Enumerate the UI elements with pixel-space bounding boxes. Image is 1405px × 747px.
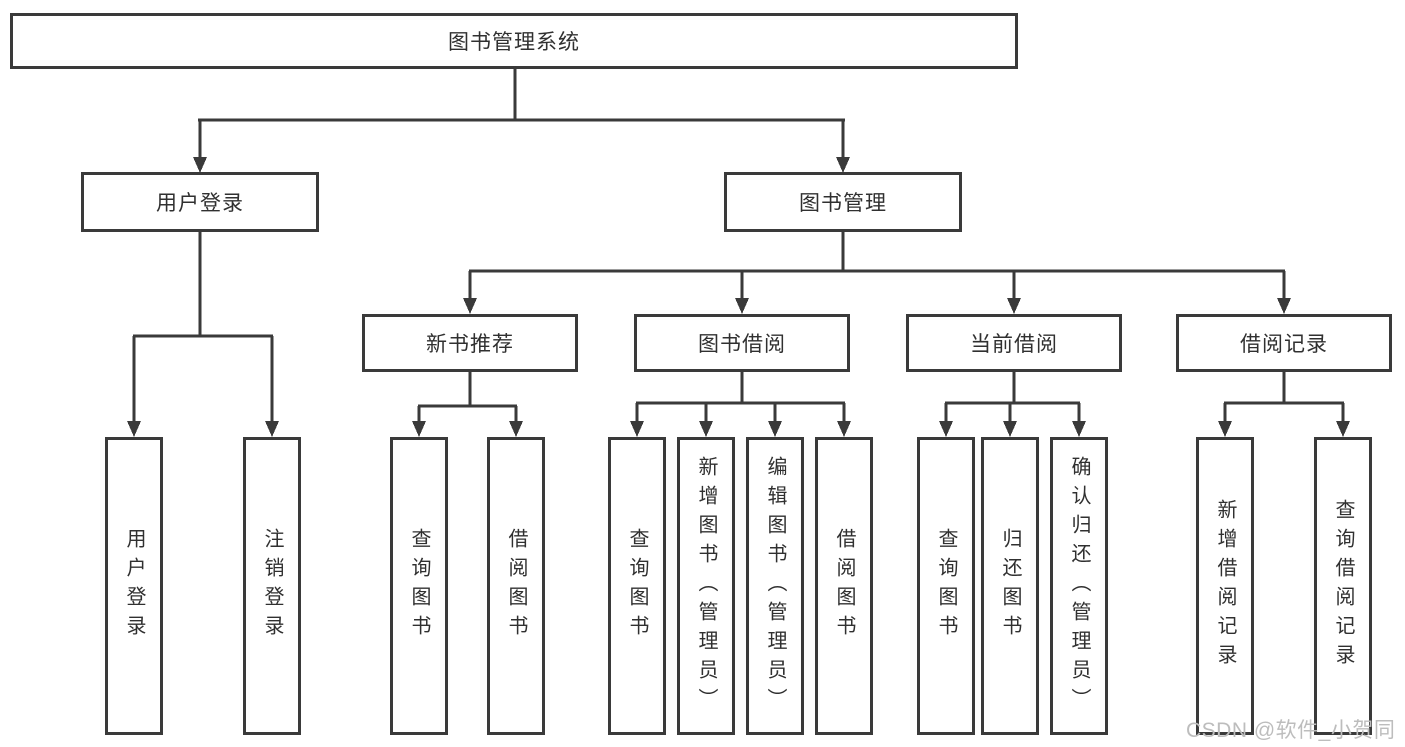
leaf-add-borrow-record: 新增借阅记录 [1196, 437, 1254, 735]
leaf-edit-books-admin: 编辑图书（管理员） [746, 437, 804, 735]
node-borrow-records: 借阅记录 [1176, 314, 1392, 372]
csdn-watermark: CSDN @软件_小贺同学 [1186, 719, 1396, 742]
leaf-query-books-1: 查询图书 [390, 437, 448, 735]
leaf-user-login: 用户登录 [105, 437, 163, 735]
node-current-borrow: 当前借阅 [906, 314, 1122, 372]
leaf-query-books-2: 查询图书 [608, 437, 666, 735]
leaf-confirm-return-admin: 确认归还（管理员） [1050, 437, 1108, 735]
leaf-query-borrow-record: 查询借阅记录 [1314, 437, 1372, 735]
node-user-login: 用户登录 [81, 172, 319, 232]
leaf-query-books-3: 查询图书 [917, 437, 975, 735]
leaf-borrow-books-2: 借阅图书 [815, 437, 873, 735]
node-new-book-recommend: 新书推荐 [362, 314, 578, 372]
node-root: 图书管理系统 [10, 13, 1018, 69]
leaf-borrow-books-1: 借阅图书 [487, 437, 545, 735]
leaf-add-books-admin: 新增图书（管理员） [677, 437, 735, 735]
node-book-management: 图书管理 [724, 172, 962, 232]
leaf-return-books: 归还图书 [981, 437, 1039, 735]
node-book-borrow: 图书借阅 [634, 314, 850, 372]
leaf-logout: 注销登录 [243, 437, 301, 735]
